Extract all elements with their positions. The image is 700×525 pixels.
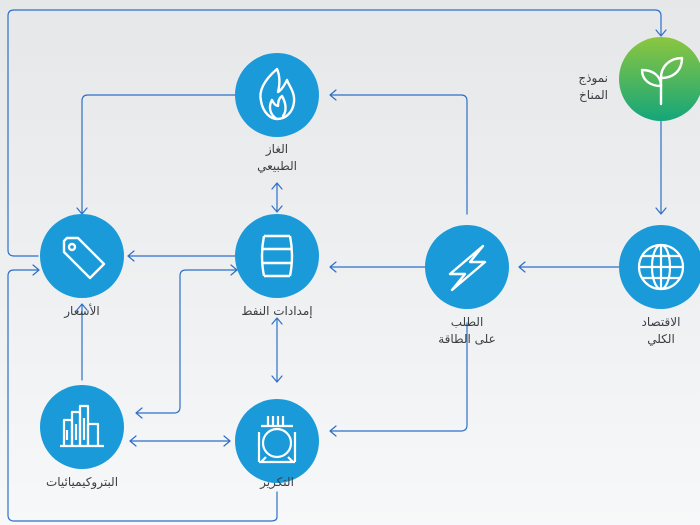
node-climate-model: [619, 37, 700, 121]
label-refining: التكرير: [260, 475, 294, 489]
arrowhead-into-prices-bottom: [76, 303, 88, 311]
arrowhead-into-macroeconomy: [655, 207, 667, 215]
connector-refining-to-prices: [7, 269, 278, 522]
arrowhead-into-prices-loop: [32, 264, 40, 276]
arrowhead-into-oil: [329, 261, 337, 273]
node-refining: [235, 399, 319, 483]
arrowhead-oil-refining-up: [271, 317, 283, 325]
connector-demand-to-refining: [330, 322, 468, 432]
label-climate-model: نموذج المناخ: [578, 71, 608, 102]
price-tag-icon: [62, 236, 106, 280]
node-energy-demand: [425, 225, 509, 309]
connector-prices-to-climate: [7, 9, 662, 257]
arrowhead-into-refining: [329, 425, 337, 437]
factory-icon: [60, 404, 104, 448]
node-circle: [235, 399, 319, 483]
node-prices: [40, 214, 124, 298]
label-macroeconomy: الاقتصاد الكلي: [641, 315, 681, 346]
arrowhead-gas-oil-down: [271, 205, 283, 213]
node-petrochemicals: [40, 385, 124, 469]
lightning-bolt-icon: [448, 244, 487, 292]
arrowhead-pr-right: [223, 435, 231, 447]
flame-icon: [259, 67, 296, 121]
arrowhead-gas-oil-up: [271, 182, 283, 190]
arrowhead-into-oil-left: [230, 264, 238, 276]
node-circle: [235, 53, 319, 137]
arrowhead-into-gas: [329, 89, 337, 101]
label-energy-demand: الطلب على الطاقة: [438, 315, 496, 346]
arrowhead-oil-refining-down: [271, 375, 283, 383]
node-natural-gas: [235, 53, 319, 137]
label-natural-gas: الغاز الطبيعي: [257, 142, 297, 173]
connector-gas-to-prices: [81, 94, 237, 214]
refinery-tank-icon: [257, 416, 297, 464]
connector-oil-to-petrochemicals: [136, 269, 237, 414]
arrowhead-into-prices-right: [127, 250, 135, 262]
arrowhead-into-climate: [655, 29, 667, 37]
connector-demand-to-gas: [330, 94, 468, 215]
node-circle: [40, 385, 124, 469]
plant-sprout-icon: [640, 56, 684, 106]
node-circle: [40, 214, 124, 298]
arrowhead-into-petrochemicals-upper: [135, 407, 143, 419]
arrowhead-into-demand: [518, 261, 526, 273]
oil-barrel-icon: [260, 234, 294, 278]
arrowhead-pr-left: [129, 435, 137, 447]
node-circle: [235, 214, 319, 298]
node-macroeconomy: [619, 225, 700, 309]
node-oil-supplies: [235, 214, 319, 298]
label-prices: الأسعار: [64, 304, 100, 318]
globe-icon: [637, 243, 685, 291]
label-petrochemicals: البتروكيميائيات: [45, 475, 119, 489]
node-circle: [425, 225, 509, 309]
label-oil-supplies: إمدادات النفط: [241, 304, 313, 318]
